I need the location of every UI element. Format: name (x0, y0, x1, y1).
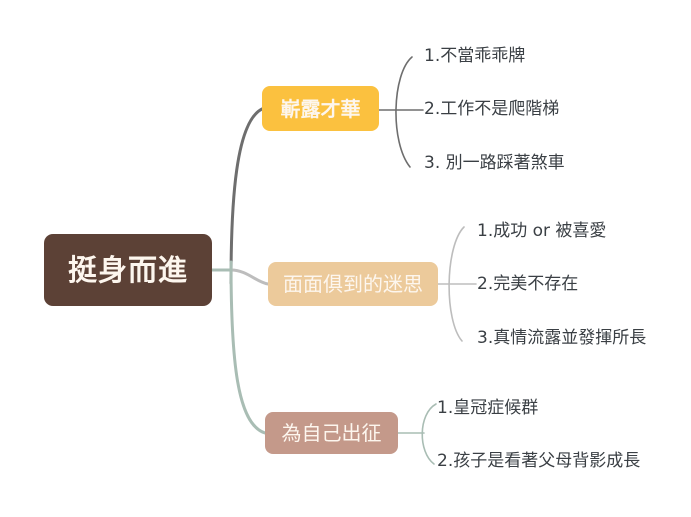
leaf-2-3[interactable]: 3.真情流露並發揮所長 (477, 328, 647, 348)
leaf-2-1[interactable]: 1.成功 or 被喜愛 (477, 221, 607, 241)
leaf-3-1[interactable]: 1.皇冠症候群 (437, 398, 539, 418)
branch-node-1-label: 嶄露才華 (280, 96, 361, 121)
root-node[interactable]: 挺身而進 (44, 234, 212, 306)
root-node-label: 挺身而進 (67, 252, 188, 287)
branch-node-1[interactable]: 嶄露才華 (262, 86, 379, 131)
branch-node-3-label: 為自己出征 (281, 421, 382, 445)
leaf-1-3[interactable]: 3. 別一路踩著煞車 (424, 153, 565, 173)
leaf-1-1[interactable]: 1.不當乖乖牌 (424, 46, 526, 66)
branch-node-2-label: 面面俱到的迷思 (283, 272, 423, 296)
branch-node-3[interactable]: 為自己出征 (265, 412, 398, 454)
branch-node-2[interactable]: 面面俱到的迷思 (268, 262, 438, 306)
leaf-3-2[interactable]: 2.孩子是看著父母背影成長 (437, 451, 641, 471)
leaf-1-2[interactable]: 2.工作不是爬階梯 (424, 99, 560, 119)
leaf-2-2[interactable]: 2.完美不存在 (477, 274, 579, 294)
